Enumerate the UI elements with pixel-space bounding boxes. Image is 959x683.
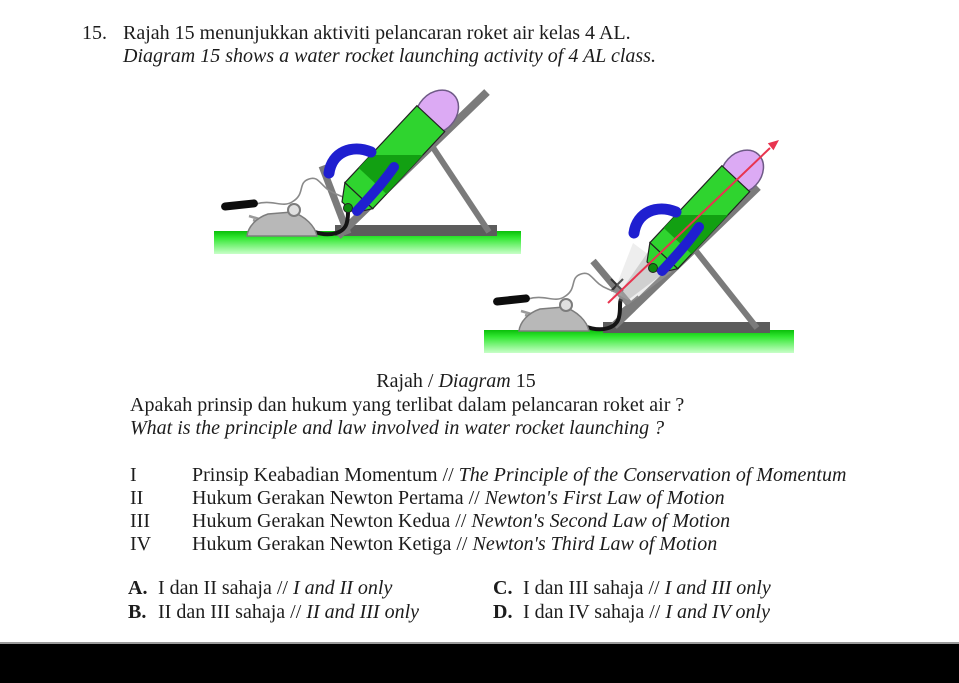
trajectory-arrow-icon: [607, 147, 771, 304]
option-english: I and II only: [292, 577, 393, 599]
option-malay: I dan III sahaja: [523, 577, 644, 599]
statement-english: Newton's First Law of Motion: [484, 487, 725, 509]
option-c[interactable]: C. I dan III sahaja//I and III only: [493, 577, 771, 600]
statement-numeral: III: [130, 510, 150, 532]
option-letter: A.: [128, 577, 148, 599]
statement-malay: Hukum Gerakan Newton Pertama: [192, 487, 464, 509]
statement-separator: //: [456, 533, 468, 555]
prompt-malay: Apakah prinsip dan hukum yang terlibat d…: [130, 394, 685, 416]
water-rocket: [329, 81, 467, 212]
option-letter: B.: [128, 601, 147, 623]
option-english: II and III only: [306, 601, 420, 623]
statement-separator: //: [468, 487, 480, 509]
statement-malay: Hukum Gerakan Newton Ketiga: [192, 533, 452, 555]
option-b[interactable]: B. II dan III sahaja//II and III only: [128, 601, 419, 624]
option-letter: C.: [493, 577, 513, 599]
support-strut-icon: [429, 144, 492, 234]
launcher-at-launch: [484, 140, 794, 353]
statement-row-3: III Hukum Gerakan Newton Kedua//Newton's …: [130, 510, 730, 533]
option-d[interactable]: D. I dan IV sahaja//I and IV only: [493, 601, 770, 624]
launcher-before-launch: [214, 81, 521, 254]
statement-malay: Prinsip Keabadian Momentum: [192, 464, 438, 486]
statement-malay: Hukum Gerakan Newton Kedua: [192, 510, 451, 532]
foot-pump: [490, 271, 624, 333]
option-malay: I dan II sahaja: [158, 577, 272, 599]
statement-separator: //: [455, 510, 467, 532]
option-english: I and IV only: [665, 601, 770, 623]
figure-caption: Rajah / Diagram 15: [306, 370, 606, 393]
option-separator: //: [649, 601, 661, 623]
ground-icon: [484, 330, 794, 353]
guide-bar-tick-icon: [619, 295, 641, 315]
option-english: I and III only: [664, 577, 771, 599]
trajectory-arrowhead-icon: [767, 140, 779, 151]
caption-number: 15: [510, 370, 536, 392]
question-number: 15.: [82, 22, 107, 44]
caption-malay: Rajah /: [376, 370, 439, 392]
question-text-malay: Rajah 15 menunjukkan aktiviti pelancaran…: [123, 22, 631, 44]
statement-english: Newton's Third Law of Motion: [472, 533, 718, 555]
support-strut-icon: [689, 244, 760, 330]
statement-row-2: II Hukum Gerakan Newton Pertama//Newton's…: [130, 487, 725, 510]
base-plate-icon: [335, 225, 497, 236]
option-separator: //: [290, 601, 302, 623]
bottom-letterbox-bar: [0, 642, 959, 683]
statement-row-1: I Prinsip Keabadian Momentum//The Princip…: [130, 464, 846, 487]
statement-separator: //: [442, 464, 454, 486]
question-text-english: Diagram 15 shows a water rocket launchin…: [123, 45, 656, 67]
guide-bar-icon: [590, 258, 633, 308]
option-malay: I dan IV sahaja: [523, 601, 645, 623]
option-a[interactable]: A. I dan II sahaja//I and II only: [128, 577, 392, 600]
statement-english: The Principle of the Conservation of Mom…: [458, 464, 847, 486]
option-separator: //: [648, 577, 660, 599]
release-mechanism-icon: [610, 278, 624, 292]
statement-numeral: II: [130, 487, 144, 509]
option-separator: //: [276, 577, 288, 599]
statement-numeral: IV: [130, 533, 152, 555]
option-letter: D.: [493, 601, 513, 623]
prompt-english: What is the principle and law involved i…: [130, 417, 665, 439]
water-rocket: [634, 141, 772, 272]
caption-english: Diagram: [438, 370, 511, 392]
statement-english: Newton's Second Law of Motion: [471, 510, 731, 532]
water-spray-icon: [612, 243, 672, 305]
base-plate-icon: [603, 322, 770, 333]
statement-row-4: IV Hukum Gerakan Newton Ketiga//Newton's …: [130, 533, 717, 556]
statement-numeral: I: [130, 464, 137, 486]
option-malay: II dan III sahaja: [158, 601, 286, 623]
